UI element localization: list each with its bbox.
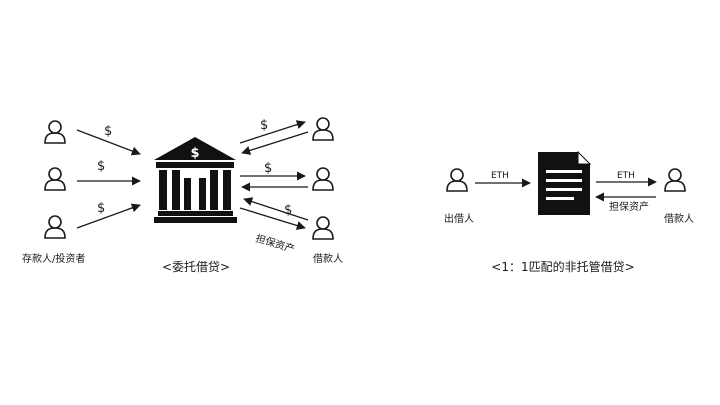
- eth-label: ETH: [491, 171, 509, 181]
- borrower-label: 借款人: [664, 212, 694, 225]
- borrower-icon-3: [312, 216, 334, 240]
- contract-document-icon: [538, 150, 592, 215]
- bank-icon: $: [154, 137, 237, 223]
- left-diagram: $ $ $ $ $ $ $ 担保资产: [22, 117, 343, 274]
- dollar-label: $: [284, 203, 292, 218]
- depositor-icon-1: [44, 120, 66, 144]
- svg-text:$: $: [190, 146, 199, 161]
- repay-arrow-3: [243, 197, 309, 221]
- repay-arrow-1: [241, 131, 309, 155]
- deposit-arrow-3: [76, 203, 141, 229]
- borrower-icon-2: [312, 167, 334, 191]
- dollar-label: $: [97, 159, 105, 174]
- loan-arrow-1: [239, 120, 306, 144]
- depositor-label: 存款人/投资者: [22, 252, 85, 265]
- lender-icon: [446, 168, 468, 192]
- borrower-icon-1: [312, 117, 334, 141]
- dollar-label: $: [104, 124, 112, 139]
- dollar-label: $: [264, 161, 272, 176]
- dollar-label: $: [260, 118, 268, 133]
- loan-arrow-3: [239, 207, 306, 230]
- borrower-label: 借款人: [313, 252, 343, 265]
- deposit-arrow-1: [76, 129, 141, 156]
- depositor-icon-2: [44, 167, 66, 191]
- collateral-label: 担保资产: [609, 200, 649, 213]
- left-caption: <委托借贷>: [162, 260, 230, 274]
- right-diagram: 出借人 ETH ETH 担保资产 借款人 <1：1匹配的非托管借贷>: [444, 150, 694, 274]
- collateral-label: 担保资产: [254, 231, 296, 255]
- borrower-icon: [664, 168, 686, 192]
- eth-label: ETH: [617, 171, 635, 181]
- dollar-label: $: [97, 201, 105, 216]
- lender-label: 出借人: [444, 212, 474, 225]
- right-caption: <1：1匹配的非托管借贷>: [491, 259, 634, 274]
- depositor-icon-3: [44, 215, 66, 239]
